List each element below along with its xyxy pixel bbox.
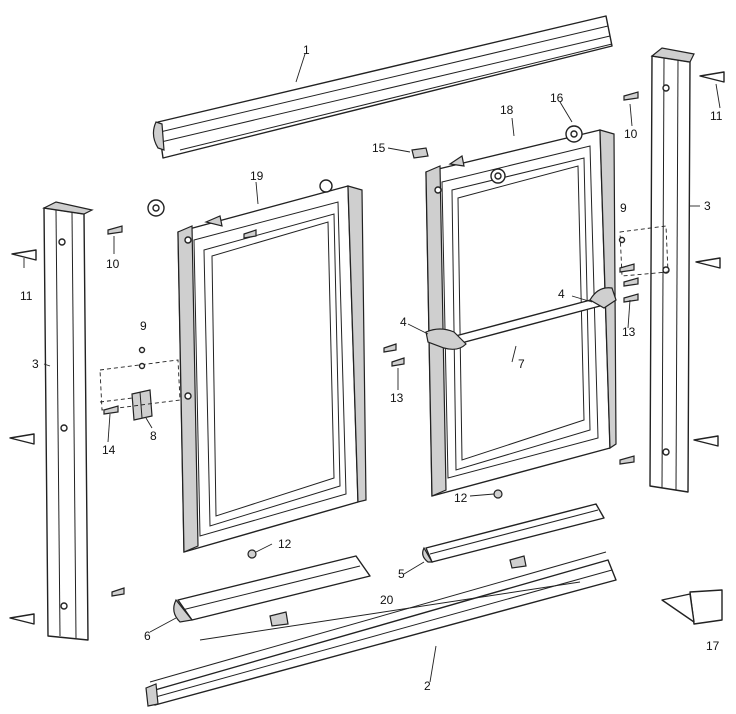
callout-12-right: 12 xyxy=(454,491,468,505)
callout-18: 18 xyxy=(500,103,514,117)
callout-5: 5 xyxy=(398,567,405,581)
callout-15: 15 xyxy=(372,141,386,155)
right-door-panel xyxy=(425,129,617,497)
callout-6: 6 xyxy=(144,629,151,643)
bracket-screw xyxy=(383,277,639,367)
callout-14: 14 xyxy=(102,443,116,457)
bottom-guide-right xyxy=(422,503,605,569)
right-wall-jamb xyxy=(649,47,695,493)
towel-bar-bracket-left xyxy=(425,328,467,350)
screw-set xyxy=(107,91,639,597)
callout-8: 8 xyxy=(150,429,157,443)
leader-lines xyxy=(23,53,721,683)
threshold-strip xyxy=(199,581,581,641)
callout-4-left: 4 xyxy=(400,315,407,329)
callout-13-right: 13 xyxy=(622,325,636,339)
callout-4-right: 4 xyxy=(558,287,565,301)
callout-16: 16 xyxy=(550,91,564,105)
left-wall-jamb xyxy=(42,201,94,641)
callout-labels: 1 2 3 3 4 4 5 6 7 8 9 9 10 10 11 11 12 1… xyxy=(20,43,723,693)
callout-17: 17 xyxy=(706,639,720,653)
callout-13-left: 13 xyxy=(390,391,404,405)
guide-screw xyxy=(103,405,119,415)
callout-7: 7 xyxy=(518,357,525,371)
callout-10-right: 10 xyxy=(624,127,638,141)
roller-bumper xyxy=(204,147,465,227)
door-guide xyxy=(99,389,153,421)
callout-3-right: 3 xyxy=(704,199,711,213)
bottom-guide-screw xyxy=(247,489,503,559)
roller-wheel-right xyxy=(490,125,583,184)
wall-anchor-left xyxy=(99,346,181,411)
callout-10-left: 10 xyxy=(106,257,120,271)
callout-12-left: 12 xyxy=(278,537,292,551)
bottom-track xyxy=(145,551,617,707)
top-header-rail xyxy=(152,15,613,159)
callout-2: 2 xyxy=(424,679,431,693)
left-door-panel xyxy=(177,185,367,553)
callout-11-left: 11 xyxy=(20,289,33,303)
roller-wheel-left xyxy=(147,179,333,217)
wall-plug-set xyxy=(9,71,725,625)
callout-3-left: 3 xyxy=(32,357,39,371)
callout-11-right: 11 xyxy=(710,109,723,123)
bottom-guide-left xyxy=(173,555,371,627)
callout-9-left: 9 xyxy=(140,319,147,333)
callout-9-right: 9 xyxy=(620,201,627,215)
wall-anchor-right xyxy=(618,225,669,277)
callout-20: 20 xyxy=(380,593,394,607)
callout-19: 19 xyxy=(250,169,264,183)
towel-bar-bracket-right xyxy=(589,287,617,309)
callout-1: 1 xyxy=(303,43,310,57)
door-bumper xyxy=(661,589,723,625)
